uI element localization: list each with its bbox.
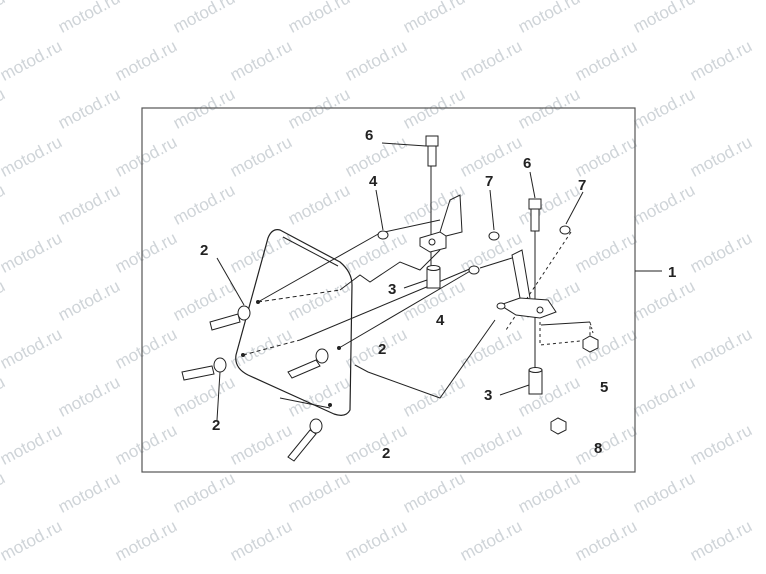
callout-5: 5 [600,379,608,396]
callout-7-b: 7 [578,177,586,194]
bolt-6-right [528,198,542,232]
screw-2-a [209,305,251,331]
callout-8: 8 [594,440,602,457]
callout-2-c: 2 [378,341,386,358]
nut-5 [582,335,599,353]
callout-6-a: 6 [365,127,373,144]
callout-leaders [216,142,594,421]
callout-3-a: 3 [388,281,396,298]
nut-8 [550,417,567,435]
callout-1: 1 [668,264,676,281]
spacer-3-left [426,265,441,289]
spacer-3-right [528,367,543,395]
assembly-lines [242,219,591,399]
callout-3-b: 3 [484,387,492,404]
bolt-6-left [425,135,439,167]
screw-2-d [287,418,323,462]
callout-6-b: 6 [523,155,531,172]
left-bracket [419,162,463,268]
right-bracket [498,218,557,370]
washer-right-bracket [496,302,506,310]
callout-4-b: 4 [436,312,445,329]
callout-4-a: 4 [369,173,378,190]
screw-2-c [287,348,329,379]
windshield [235,229,353,416]
callout-2-a: 2 [200,242,208,259]
nut-7-right [559,225,571,235]
callout-2-b: 2 [212,417,220,434]
washer-4-upper [377,230,389,240]
assembly-frame [141,107,636,473]
screw-2-b [181,357,227,381]
callout-2-d: 2 [382,445,390,462]
callout-7-a: 7 [485,173,493,190]
washer-4-lower [468,265,480,275]
nut-7-left [488,231,500,241]
